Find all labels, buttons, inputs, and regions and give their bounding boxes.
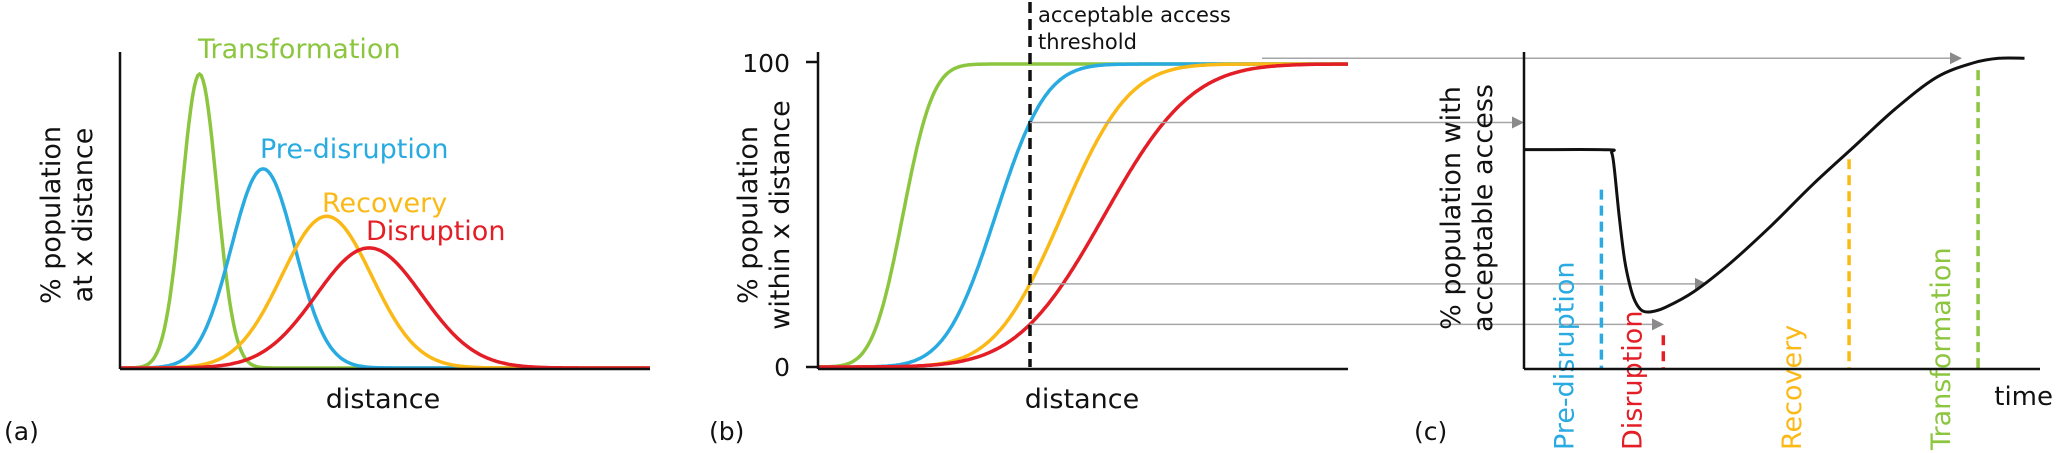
panel-c-y-label-line1: % population with — [1436, 86, 1467, 330]
panel-a-label-pre-disruption: Pre-disruption — [260, 134, 448, 165]
panel-a-label-disruption: Disruption — [366, 216, 505, 247]
cdf-curve-disruption — [818, 62, 1348, 369]
connector-pre-disruption-head — [1512, 116, 1524, 129]
panel-b-curves — [818, 62, 1348, 369]
panel-c-x-label: time — [1994, 382, 2053, 412]
panel-c-phase-markers: Pre-disruption Disruption Recovery Transfor… — [1549, 70, 1980, 451]
panel-b-tick-label-100: 100 — [742, 49, 790, 78]
panel-a-tag: (a) — [4, 417, 39, 446]
panel-b-tick-label-0: 0 — [774, 353, 790, 382]
panel-c-y-label-line2: acceptable access — [1468, 84, 1499, 332]
connector-transformation-head — [1950, 52, 1962, 65]
connector-recovery-head — [1695, 277, 1707, 290]
panel-b-threshold-label-line2: threshold — [1038, 30, 1137, 54]
cdf-curve-pre-disruption — [818, 62, 1348, 369]
panel-b-y-label-line1: % population — [733, 126, 764, 304]
panel-a-x-label: distance — [326, 384, 440, 415]
phase-label-pre-disruption: Pre-disruption — [1549, 262, 1580, 450]
phase-label-disruption: Disruption — [1617, 311, 1648, 450]
panel-a-label-transformation: Transformation — [197, 34, 401, 65]
connector-arrows — [1030, 52, 1962, 331]
panel-b-threshold-label-line1: acceptable access — [1038, 3, 1231, 27]
panel-c-curve — [1523, 56, 2025, 314]
access-over-time-curve — [1523, 56, 2025, 314]
panel-b-tag: (b) — [709, 417, 744, 446]
panel-c-tag: (c) — [1414, 417, 1447, 446]
panel-a-y-label-line1: % population — [36, 126, 67, 304]
cdf-curve-recovery — [818, 62, 1348, 369]
phase-label-recovery: Recovery — [1777, 325, 1808, 450]
panel-b-x-label: distance — [1025, 384, 1139, 415]
panel-a-y-label-line2: at x distance — [68, 128, 99, 303]
phase-label-transformation: Transformation — [1926, 247, 1957, 451]
cdf-curve-transformation — [818, 62, 1348, 369]
connector-disruption-head — [1652, 318, 1664, 331]
panel-b-cdf: 0 100 acceptable access threshold distan… — [709, 2, 1348, 446]
panel-b-y-label-line2: within x distance — [765, 100, 796, 329]
panel-c-timeline: Pre-disruption Disruption Recovery Transfor… — [1414, 52, 2053, 451]
panel-a-label-recovery: Recovery — [322, 188, 447, 219]
panel-a-pdf: distance % population at x distance Tran… — [4, 34, 650, 446]
pdf-curve-disruption — [120, 246, 650, 370]
